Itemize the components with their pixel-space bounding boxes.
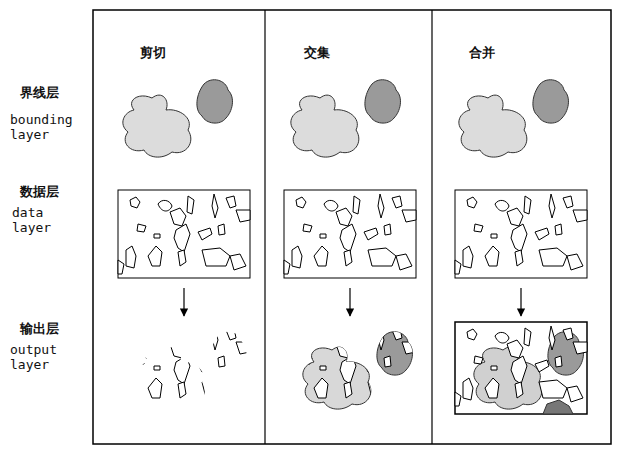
column-divider [431,10,432,444]
row-subheading: bounding layer [10,112,84,142]
union-output [455,322,587,414]
down-arrow [349,288,350,316]
bounding-polygons [459,80,569,157]
down-arrow [183,288,184,316]
row-heading: 界线层 [20,84,59,102]
data-layer-map [118,190,250,278]
column-heading: 剪切 [140,44,166,62]
intersect-output [284,326,416,409]
column-divider [264,10,265,444]
row-heading: 数据层 [20,183,59,201]
column-heading: 合并 [469,44,495,62]
bounding-polygons [291,80,401,157]
data-layer-map [455,190,587,278]
bounding-polygons [123,80,233,157]
row-subheading: data layer [12,205,86,235]
data-layer-map [284,190,416,278]
clip-output [118,326,250,406]
column-heading: 交集 [304,44,330,62]
down-arrow [520,288,521,316]
row-heading: 输出层 [20,320,59,338]
row-subheading: output layer [10,342,84,372]
table-frame [93,10,611,444]
